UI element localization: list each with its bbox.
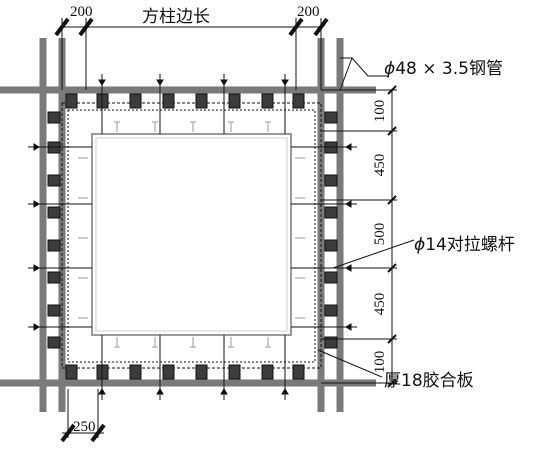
tie-rod-spec: 14对拉螺杆 — [425, 235, 515, 255]
timber-block-top — [228, 93, 241, 109]
stud-marks — [78, 121, 305, 348]
tie-rod-arrowhead — [220, 79, 228, 86]
timber-block-left — [47, 239, 61, 252]
timber-block-left — [47, 271, 61, 284]
timber-block-right — [324, 336, 338, 349]
tie-rod-arrowhead — [281, 79, 289, 86]
plywood-inner-edge — [67, 109, 316, 363]
plywood-frame — [61, 102, 322, 369]
tie-rod-label: ϕ14对拉螺杆 — [414, 235, 515, 255]
timber-block-bottom — [65, 364, 78, 380]
steel-tube-label: ϕ48 × 3.5钢管 — [384, 59, 503, 79]
plywood-leader — [317, 349, 383, 378]
top-left-dim-label: 200 — [70, 4, 93, 20]
tie-rod-leader — [332, 239, 415, 269]
timber-block-left — [47, 174, 61, 187]
timber-block-left — [47, 304, 61, 317]
column-section — [91, 133, 292, 336]
tie-rod-arrowhead — [98, 79, 106, 86]
tie-rod-arrowhead — [345, 200, 352, 208]
plywood-label: 厚18胶合板 — [384, 371, 474, 391]
steel-tube-spec: 48 × 3.5钢管 — [395, 59, 503, 79]
timber-block-right — [324, 239, 338, 252]
timber-block-left — [47, 336, 61, 349]
timber-block-left — [47, 206, 61, 219]
tie-rod-arrowhead — [220, 388, 228, 395]
timber-block-bottom — [195, 364, 208, 380]
right-dimension-label: 450 — [372, 154, 388, 177]
phi-symbol: ϕ — [384, 59, 395, 79]
tie-rod-arrowhead — [345, 143, 352, 151]
top-dimension-ticks — [54, 17, 329, 37]
timber-block-top — [65, 93, 78, 109]
tie-rod-arrowhead — [281, 388, 289, 395]
phi-symbol-2: ϕ — [414, 235, 425, 255]
bottom-dim-label: 250 — [73, 419, 96, 435]
column-side-label: 方柱边长 — [142, 7, 210, 27]
timber-block-top — [129, 93, 142, 109]
timber-block-left — [47, 111, 61, 124]
top-right-dim-label: 200 — [297, 4, 320, 20]
timber-block-bottom — [228, 364, 241, 380]
tie-rod-arrowhead — [33, 323, 40, 331]
right-dimension-ticks — [387, 85, 397, 388]
timber-block-right — [324, 174, 338, 187]
timber-block-bottom — [292, 364, 305, 380]
right-dimension-labels: 100 450 500 450 100 — [372, 100, 388, 374]
tie-rod-arrowhead — [33, 200, 40, 208]
tie-rod-arrowhead — [98, 388, 106, 395]
tie-rod-arrowhead — [156, 79, 164, 86]
right-dimension-label: 100 — [372, 351, 388, 374]
tie-rod-arrowhead — [33, 143, 40, 151]
tie-rod-arrowhead — [345, 323, 352, 331]
top-dimension — [61, 18, 322, 90]
tie-rod-arrowhead — [156, 388, 164, 395]
timber-block-right — [324, 271, 338, 284]
timber-block-right — [324, 304, 338, 317]
timber-block-top — [195, 93, 208, 109]
timber-block-right — [324, 206, 338, 219]
timber-block-top — [261, 93, 274, 109]
timber-block-top — [292, 93, 305, 109]
right-dimension-label: 450 — [372, 293, 388, 316]
timber-block-bottom — [129, 364, 142, 380]
right-dimension-label: 100 — [372, 100, 388, 123]
timber-block-bottom — [261, 364, 274, 380]
tie-rod-arrowhead — [33, 264, 40, 272]
steel-tube-leader — [339, 57, 388, 91]
timber-block-bottom — [162, 364, 175, 380]
timber-block-top — [162, 93, 175, 109]
plywood-outer-edge — [61, 102, 322, 369]
column-section-inner — [95, 137, 288, 332]
right-dimension-label: 500 — [372, 223, 388, 246]
bottom-dimension-ticks — [60, 423, 106, 443]
timber-block-right — [324, 111, 338, 124]
